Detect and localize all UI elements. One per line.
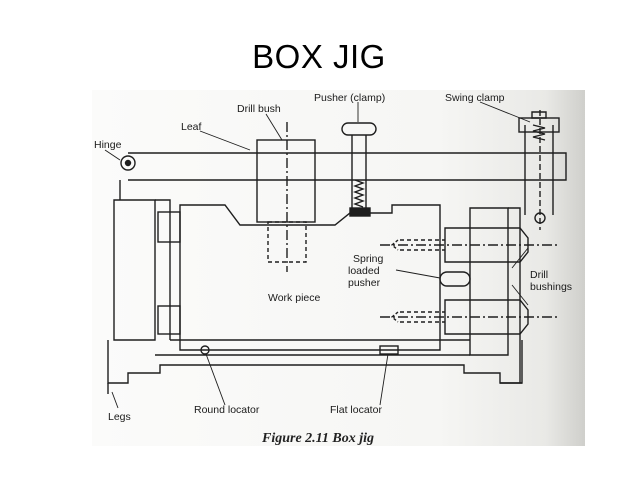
swing-clamp-rod: [524, 125, 554, 215]
leaf-plate: [128, 152, 567, 181]
jig-body-left-wall: [113, 199, 156, 341]
label-leaf: Leaf: [181, 121, 202, 133]
label-pusher-clamp: Pusher (clamp): [314, 92, 385, 104]
label-drill-bushings-line1: Drill: [530, 269, 548, 281]
jig-body-base: [107, 340, 523, 384]
drill-bushing-upper: [444, 227, 529, 263]
label-work-piece: Work piece: [268, 292, 320, 304]
work-piece: [179, 204, 441, 351]
label-legs: Legs: [108, 411, 131, 423]
pusher-spring: [353, 179, 365, 208]
label-flat-locator: Flat locator: [330, 404, 382, 416]
hinge-pin: [120, 155, 136, 171]
slide-title: BOX JIG: [252, 38, 386, 75]
flat-locator: [379, 345, 399, 355]
label-round-locator: Round locator: [194, 404, 260, 416]
drill-bushing-lower: [444, 299, 529, 335]
scanned-figure-background: [92, 90, 585, 446]
spring-loaded-pusher: [439, 271, 471, 287]
jig-body-right-wall: [469, 207, 509, 356]
pusher-clamp-knob: [341, 122, 377, 136]
figure-caption: Figure 2.11 Box jig: [261, 431, 374, 446]
label-spring-line3: pusher: [348, 277, 381, 289]
label-swing-clamp: Swing clamp: [445, 92, 505, 104]
round-locator: [200, 345, 210, 355]
label-hinge: Hinge: [94, 139, 122, 151]
label-spring-line2: loaded: [348, 265, 380, 277]
label-spring-line1: Spring: [353, 253, 384, 265]
label-drill-bush: Drill bush: [237, 103, 281, 115]
label-drill-bushings-line2: bushings: [530, 281, 572, 293]
